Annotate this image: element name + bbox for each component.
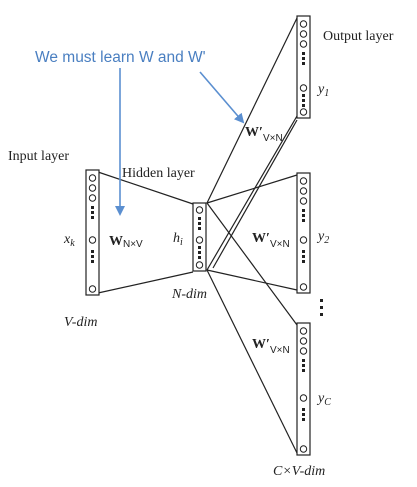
ellipsis-dot xyxy=(302,52,305,55)
ellipsis-dot xyxy=(91,250,94,253)
neuron-node xyxy=(299,84,308,92)
ellipsis-dot xyxy=(302,359,305,362)
output-column-2 xyxy=(296,172,311,294)
ellipsis-dot xyxy=(302,104,305,107)
neuron-node xyxy=(88,236,97,244)
ellipsis-dot xyxy=(302,209,305,212)
neuron-node xyxy=(299,445,308,453)
ellipsis-dot xyxy=(302,413,305,416)
annotation-text: We must learn W and W' xyxy=(35,49,206,66)
ellipsis-dot xyxy=(91,206,94,209)
output-label-2: y2 xyxy=(316,229,329,246)
neuron-node xyxy=(299,347,308,355)
neuron-node xyxy=(299,187,308,195)
ellipsis-dot xyxy=(91,211,94,214)
ellipsis-dot xyxy=(302,250,305,253)
neuron-node xyxy=(88,184,97,192)
ellipsis-dot xyxy=(91,216,94,219)
output-weight-label-1: W′V×N xyxy=(245,125,283,144)
output-column-1 xyxy=(296,15,311,119)
neuron-node xyxy=(88,174,97,182)
neuron-node xyxy=(299,20,308,28)
neuron-node xyxy=(299,283,308,291)
ellipsis-dot xyxy=(302,99,305,102)
neuron-node xyxy=(299,108,308,116)
neuron-node xyxy=(88,285,97,293)
ellipsis-dot xyxy=(91,255,94,258)
neuron-node xyxy=(299,40,308,48)
output-column-c xyxy=(296,322,311,456)
neuron-node xyxy=(299,30,308,38)
hidden-dim-label: N-dim xyxy=(171,287,207,302)
ellipsis-dot xyxy=(302,214,305,217)
ellipsis-dot xyxy=(302,369,305,372)
output-layer-label: Output layer xyxy=(323,29,394,44)
neuron-node xyxy=(299,236,308,244)
hidden-to-output-connections xyxy=(206,17,298,454)
hidden-node-label: hi xyxy=(173,231,183,248)
ellipsis-dot xyxy=(302,219,305,222)
ellipsis-dot xyxy=(198,227,201,230)
neuron-node xyxy=(299,197,308,205)
output-label-1: y1 xyxy=(316,82,329,99)
input-weight-label: WN×V xyxy=(109,234,143,250)
neuron-node xyxy=(88,194,97,202)
ellipsis-dot xyxy=(198,251,201,254)
ellipsis-dot xyxy=(198,217,201,220)
output-dim-label: C×V-dim xyxy=(273,464,325,479)
output-label-c: yC xyxy=(316,391,331,408)
neuron-node xyxy=(299,327,308,335)
hidden-layer-column xyxy=(192,202,207,272)
ellipsis-dot xyxy=(302,418,305,421)
ellipsis-dot xyxy=(198,222,201,225)
neuron-node xyxy=(299,394,308,402)
input-layer-column xyxy=(85,169,100,296)
ellipsis-dot xyxy=(302,364,305,367)
ellipsis-dot xyxy=(302,62,305,65)
neuron-node xyxy=(195,236,204,244)
output-weight-label-2: W′V×N xyxy=(252,231,290,250)
annotation-arrows xyxy=(115,68,245,216)
hidden-layer-label: Hidden layer xyxy=(122,166,195,181)
neuron-node xyxy=(299,177,308,185)
ellipsis-dot xyxy=(302,408,305,411)
input-to-hidden-connection xyxy=(97,171,194,294)
neuron-node xyxy=(195,206,204,214)
input-layer-label: Input layer xyxy=(8,149,69,164)
ellipsis-dot xyxy=(198,256,201,259)
ellipsis-dot xyxy=(91,260,94,263)
ellipsis-dot xyxy=(198,246,201,249)
input-node-label: xk xyxy=(63,232,75,249)
neuron-node xyxy=(299,337,308,345)
ellipsis-dot xyxy=(302,260,305,263)
input-dim-label: V-dim xyxy=(64,315,97,330)
neuron-node xyxy=(195,261,204,269)
ellipsis-dot xyxy=(302,57,305,60)
output-weight-label-3: W′V×N xyxy=(252,337,290,356)
ellipsis-dot xyxy=(302,255,305,258)
ellipsis-dot xyxy=(302,94,305,97)
output-ellipsis xyxy=(320,299,323,316)
